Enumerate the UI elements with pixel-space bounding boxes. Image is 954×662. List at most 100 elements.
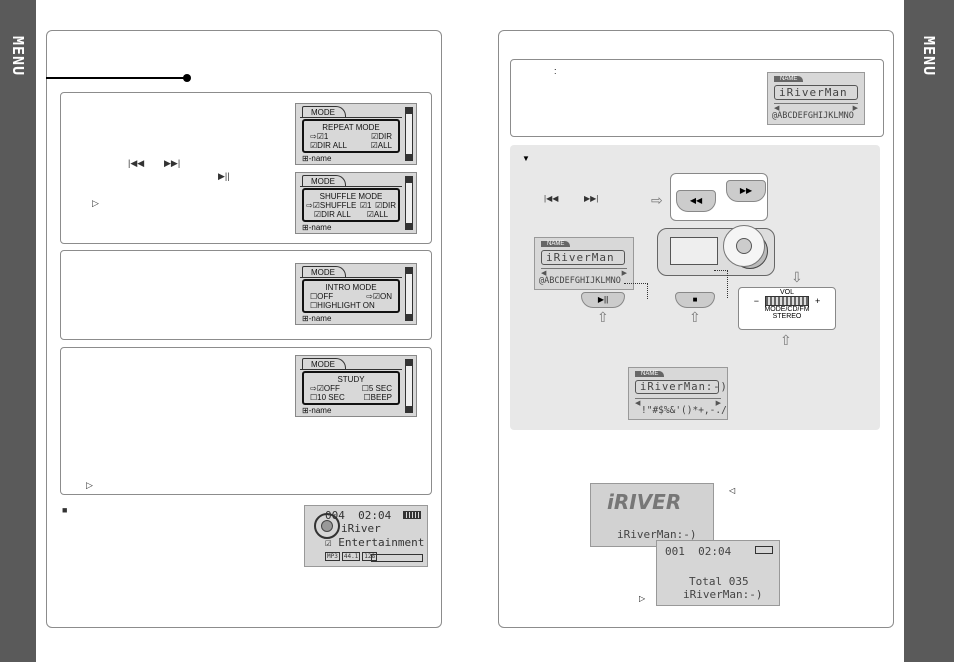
study-footer: name — [311, 406, 332, 415]
battery-icon — [403, 511, 421, 519]
player-joystick-callout — [723, 225, 765, 267]
repeat-tab: MODE — [302, 106, 346, 118]
highlight-circle — [314, 513, 340, 539]
note-square-icon: ■ — [62, 505, 68, 515]
prev-button[interactable]: ◀◀ — [676, 190, 716, 212]
np-line1: iRiver — [341, 522, 381, 535]
repeat-scrollbar — [405, 107, 413, 161]
study-play-right-icon: ▷ — [86, 480, 93, 490]
name-screen-bottom: NAME iRiverMan:-) ◀▶ !"#$%&'()*+,-./ — [628, 367, 728, 420]
intro-opt-on: ON — [380, 292, 392, 301]
right-sidebar-label: MENU — [920, 36, 938, 77]
right-arrow-icon: ⇨ — [651, 192, 663, 208]
study-opt-5sec: 5 SEC — [368, 384, 392, 393]
stereo-label: STEREO — [772, 313, 802, 320]
vol-down-arrow: ⇩ — [791, 269, 803, 285]
play-button[interactable]: ▶|| — [581, 292, 625, 308]
shuffle-scrollbar — [405, 176, 413, 230]
boot-name: iRiverMan:-) — [617, 528, 697, 541]
vol-minus: − — [753, 296, 759, 306]
intro-footer: name — [311, 314, 332, 323]
name-bottom-chars: !"#$%&'()*+,-./ — [641, 405, 727, 416]
play-left-icon: ◁ — [729, 486, 736, 495]
intro-mode-screen: MODE INTRO MODE ☐OFF⇨☑ON ☐HIGHLIGHT ON ⊞… — [295, 263, 417, 325]
name-mid-chars: @ABCDEFGHIJKLMNO — [539, 276, 621, 286]
shuffle-opt-all: ALL — [373, 210, 389, 219]
name-bottom-tab: NAME — [635, 371, 665, 377]
vol-label: VOL — [779, 289, 794, 296]
name-mid-value: iRiverMan — [541, 250, 625, 265]
shuffle-title: SHUFFLE MODE — [319, 192, 383, 201]
final-name: iRiverMan:-) — [683, 588, 763, 601]
vol-plus: + — [815, 296, 821, 306]
play-pause-icon: ▶|| — [218, 171, 230, 181]
study-opt-off: OFF — [323, 384, 340, 393]
name-mid-tab: NAME — [541, 241, 571, 247]
name-top-chars: @ABCDEFGHIJKLMNO — [772, 111, 854, 121]
intro-scrollbar — [405, 267, 413, 321]
intro-tab: MODE — [302, 266, 346, 278]
next-icon: ▶▶| — [164, 158, 181, 168]
shuffle-footer: name — [311, 223, 332, 232]
play-right-icon: ▷ — [92, 198, 99, 208]
disc-icon — [321, 520, 333, 532]
np-rate: 128 — [362, 552, 378, 561]
shuffle-mode-screen: MODE SHUFFLE MODE ⇨☑SHUFFLE☑1☑DIR ☑DIR A… — [295, 172, 417, 234]
study-screen: MODE STUDY ⇨☑OFF☐5 SEC ☐10 SEC☐BEEP ⊞-na… — [295, 355, 417, 417]
shuffle-tab: MODE — [302, 175, 346, 187]
intro-opt-off: OFF — [317, 292, 334, 301]
study-opt-beep: BEEP — [370, 393, 392, 402]
stop-up-arrow: ⇧ — [689, 309, 701, 325]
boot-logo: iRIVER — [607, 490, 682, 514]
repeat-opt-dir: DIR — [378, 132, 392, 141]
repeat-mode-screen: MODE REPEAT MODE ⇨☑1☑DIR ☑DIR ALL☑ALL ⊞-… — [295, 103, 417, 165]
prev-icon-right: |◀◀ — [544, 194, 559, 203]
study-tab: MODE — [302, 358, 346, 370]
final-screen: 001 02:04 Total 035 iRiverMan:-) — [656, 540, 780, 606]
mode-label: MODE/CD/FM — [764, 306, 810, 313]
repeat-opt-all: ALL — [377, 141, 392, 150]
name-top-tab: NAME — [774, 76, 804, 82]
intro-title: INTRO MODE — [325, 283, 377, 292]
vol-up-arrow: ⇧ — [780, 332, 792, 348]
section-rule-dot — [183, 74, 191, 82]
section-rule — [46, 77, 186, 79]
repeat-opt-1: 1 — [323, 132, 329, 141]
final-battery-icon — [755, 546, 773, 554]
right-sidebar: MENU — [904, 0, 954, 662]
study-opt-10sec: 10 SEC — [317, 393, 345, 402]
final-track: 001 — [665, 545, 685, 558]
np-line2: Entertainment — [338, 536, 425, 549]
colon-text: : — [554, 66, 557, 76]
boot-screen: iRIVER iRiverMan:-) — [590, 483, 714, 547]
next-button[interactable]: ▶▶ — [726, 180, 766, 202]
name-screen-top: NAME iRiverMan ◀▶ @ABCDEFGHIJKLMNO — [767, 72, 865, 125]
shuffle-opt-shuffle: SHUFFLE — [319, 201, 357, 210]
np-progress — [371, 554, 423, 562]
np-freq: 44.1 — [341, 552, 361, 561]
next-icon-right: ▶▶| — [584, 194, 599, 203]
play-leader-line — [624, 283, 648, 299]
intro-opt-highlight: HIGHLIGHT ON — [317, 301, 375, 310]
repeat-opt-dirall: DIR ALL — [317, 141, 347, 150]
vol-slider[interactable] — [765, 296, 809, 306]
shuffle-opt-1: 1 — [367, 201, 372, 210]
np-time: 02:04 — [358, 509, 392, 522]
np-codec: MP3 — [325, 552, 340, 561]
stop-leader-line — [714, 270, 728, 298]
shuffle-opt-dirall: DIR ALL — [321, 210, 351, 219]
repeat-footer: name — [311, 154, 332, 163]
repeat-title: REPEAT MODE — [322, 123, 380, 132]
final-time: 02:04 — [698, 545, 732, 558]
play-up-arrow: ⇧ — [597, 309, 609, 325]
name-top-value: iRiverMan — [774, 85, 858, 100]
name-screen-mid: NAME iRiverMan ◀▶ @ABCDEFGHIJKLMNO — [534, 237, 634, 290]
shuffle-opt-dir: DIR — [382, 201, 396, 210]
triangle-down-icon: ▼ — [522, 154, 530, 163]
final-total: Total 035 — [689, 575, 749, 588]
left-sidebar: MENU — [0, 0, 36, 662]
study-title: STUDY — [337, 375, 365, 384]
vol-box: VOL − + MODE/CD/FM STEREO — [738, 287, 836, 330]
stop-button[interactable]: ■ — [675, 292, 715, 308]
prev-icon: |◀◀ — [128, 158, 145, 168]
